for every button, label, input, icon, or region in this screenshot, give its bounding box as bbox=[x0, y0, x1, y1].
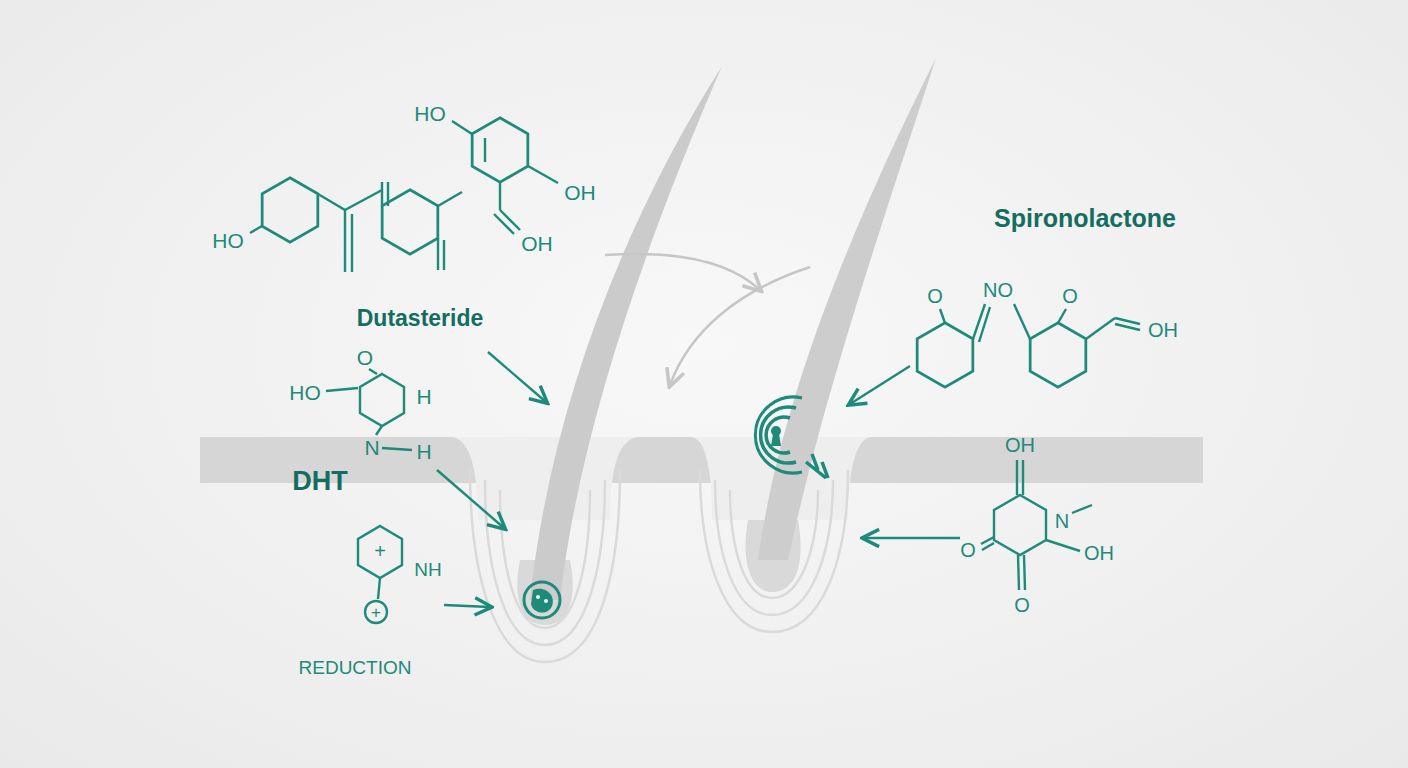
drawing-stroke bbox=[755, 397, 802, 473]
drawing-stroke bbox=[360, 374, 404, 426]
atom-label: O bbox=[357, 347, 373, 368]
drawing-stroke bbox=[994, 495, 1046, 555]
drawing-stroke bbox=[864, 537, 960, 539]
grey-arrow bbox=[605, 254, 760, 290]
drawing-stroke bbox=[536, 595, 540, 599]
drawing-stroke bbox=[982, 543, 994, 550]
receptor-icon bbox=[755, 397, 828, 478]
drawing-stroke bbox=[973, 304, 985, 339]
drawing-stroke bbox=[472, 118, 528, 182]
molecule bbox=[358, 526, 402, 623]
drawing-stroke bbox=[806, 454, 828, 478]
drawing-stroke bbox=[1016, 460, 1018, 495]
drawing-stroke bbox=[1018, 555, 1019, 590]
teal-arrows bbox=[437, 352, 960, 607]
drawing-stroke bbox=[250, 226, 262, 233]
drawing-stroke bbox=[1058, 309, 1066, 323]
atom-label: H bbox=[416, 386, 431, 407]
drawing-stroke bbox=[1024, 555, 1025, 590]
drawing-stroke bbox=[344, 210, 346, 272]
drawing-stroke bbox=[1046, 540, 1080, 551]
atom-label: O bbox=[927, 286, 943, 306]
charge-symbol: + bbox=[371, 604, 381, 621]
atom-label: HO bbox=[212, 230, 244, 251]
atom-label: NO bbox=[983, 280, 1013, 300]
drawing-stroke bbox=[443, 240, 445, 270]
drawing-stroke bbox=[318, 194, 345, 210]
drawing-stroke bbox=[761, 407, 796, 463]
drawing-stroke bbox=[351, 214, 353, 272]
right-hair bbox=[758, 58, 936, 560]
drawing-stroke bbox=[381, 182, 383, 206]
drawing-stroke bbox=[524, 582, 560, 618]
atom-label: N bbox=[1055, 511, 1069, 531]
effect-label: REDUCTION bbox=[299, 658, 412, 677]
molecule bbox=[917, 304, 1140, 387]
drawing-stroke bbox=[528, 166, 558, 183]
grey-arrow bbox=[670, 267, 810, 385]
drawing-stroke bbox=[488, 352, 546, 402]
drawing-stroke bbox=[771, 434, 781, 446]
drawing-stroke bbox=[1115, 324, 1140, 330]
atom-label: NH bbox=[414, 560, 441, 579]
drawing-stroke bbox=[358, 526, 402, 578]
drawing-stroke bbox=[382, 448, 412, 450]
atom-label: OH bbox=[521, 233, 553, 254]
drawing-stroke bbox=[378, 578, 380, 599]
drawing-stroke bbox=[484, 138, 486, 162]
atom-label: OH bbox=[564, 182, 596, 203]
drawing-stroke bbox=[766, 417, 790, 453]
drawing-stroke bbox=[1014, 304, 1030, 339]
molecule bbox=[981, 460, 1092, 590]
drawing-stroke bbox=[1086, 318, 1115, 339]
drawing-stroke bbox=[452, 121, 472, 134]
cell-icon bbox=[524, 582, 560, 618]
drug-name: Spironolactone bbox=[994, 206, 1176, 231]
drawing-stroke bbox=[437, 470, 504, 528]
drawing-stroke bbox=[438, 192, 462, 206]
drawing-stroke bbox=[544, 599, 548, 603]
atom-label: O bbox=[960, 540, 976, 560]
drawing-stroke bbox=[326, 388, 358, 391]
molecule-name: DHT bbox=[292, 468, 348, 495]
drawing-stroke bbox=[1072, 505, 1092, 513]
atom-label: O bbox=[1062, 286, 1078, 306]
drawing-stroke bbox=[850, 366, 910, 404]
drawing-stroke bbox=[500, 210, 520, 230]
drawing-stroke bbox=[940, 309, 945, 323]
drug-name: Dutasteride bbox=[357, 307, 484, 330]
atom-label: HO bbox=[289, 382, 321, 403]
drawing-stroke bbox=[345, 190, 382, 210]
atom-label: H bbox=[416, 441, 431, 462]
atom-label: OH bbox=[1084, 543, 1114, 563]
atom-label: OH bbox=[1148, 320, 1178, 340]
atom-label: N bbox=[364, 437, 379, 458]
drawing-stroke bbox=[499, 182, 501, 210]
drawing-stroke bbox=[369, 369, 377, 374]
atom-label: O bbox=[1014, 595, 1030, 615]
drawing-stroke bbox=[376, 426, 382, 435]
drawing-stroke bbox=[1115, 318, 1140, 324]
drawing-stroke bbox=[262, 178, 318, 242]
drawing-stroke bbox=[382, 190, 438, 254]
drawing-stroke bbox=[444, 605, 490, 607]
drawing-stroke bbox=[1022, 460, 1024, 495]
drawing-stroke bbox=[917, 323, 973, 387]
drawing-stroke bbox=[365, 601, 387, 623]
drawing-stroke bbox=[494, 214, 514, 234]
atom-label: HO bbox=[414, 103, 446, 124]
molecule bbox=[250, 178, 462, 272]
charge-symbol: + bbox=[374, 541, 386, 561]
atom-label: OH bbox=[1005, 435, 1035, 455]
drawing-stroke bbox=[437, 238, 439, 270]
left-hair bbox=[530, 66, 722, 600]
drawing-stroke bbox=[1030, 323, 1086, 387]
drawing-stroke bbox=[531, 589, 553, 613]
molecule bbox=[452, 118, 558, 234]
drawing-stroke bbox=[979, 307, 990, 342]
